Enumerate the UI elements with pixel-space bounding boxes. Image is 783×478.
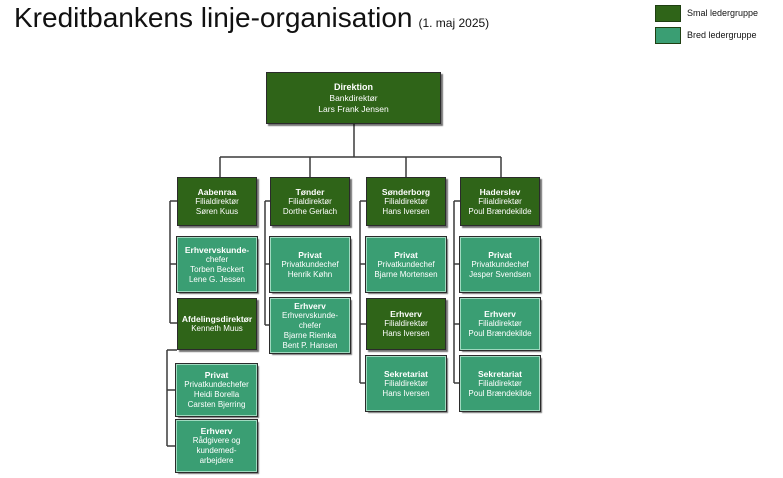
box-line: Erhvervskunde- [281, 310, 339, 320]
box-title: Privat [204, 370, 229, 380]
legend: Smal ledergruppe Bred ledergruppe [655, 2, 758, 46]
box-title: Direktion [333, 81, 373, 92]
box-line: chefer [205, 254, 229, 264]
box-line: Torben Beckert [190, 264, 244, 274]
box-title: Erhverv [484, 309, 516, 319]
box-title: Afdelingsdirektør [181, 314, 253, 324]
box-line: Bent P. Hansen [282, 340, 338, 350]
box-line: Filialdirektør [195, 196, 239, 206]
box-line: Henrik Køhn [287, 269, 333, 279]
box-line: kundemed- [196, 446, 237, 455]
box-title: Tønder [295, 186, 325, 197]
box-title: Privat [394, 249, 418, 260]
title-date: (1. maj 2025) [418, 16, 490, 30]
box-line: Rådgivere og [192, 436, 241, 445]
box-line: Bjarne Mortensen [374, 269, 438, 279]
box-title: Sønderborg [381, 186, 431, 197]
box-line: Lars Frank Jensen [318, 103, 389, 114]
box-line: Dorthe Gerlach [282, 206, 338, 216]
box-line: Poul Brændekilde [468, 206, 532, 216]
title-text: Kreditbankens linje-organisation [14, 2, 413, 33]
box-line: Carsten Bjerring [187, 400, 246, 409]
box-line: Lene G. Jessen [188, 274, 246, 284]
box-line: Kenneth Muus [191, 324, 243, 333]
box-title: Privat [298, 249, 322, 260]
box-line: Bankdirektør [329, 92, 378, 103]
box-line: Filialdirektør [288, 196, 332, 206]
box-title: Haderslev [479, 186, 521, 197]
box-title: Sekretariat [478, 368, 522, 379]
box-line: Privatkundechef [377, 259, 435, 269]
box-title: Aabenraa [197, 186, 237, 197]
box-line: Privatkundechef [281, 259, 339, 269]
box-title: Erhvervskunde- [184, 244, 250, 255]
page-title: Kreditbankens linje-organisation (1. maj … [14, 2, 489, 34]
box-line: Filialdirektør [384, 319, 428, 328]
box-line: Heidi Borella [193, 390, 240, 399]
box-line: Hans Iversen [382, 329, 430, 338]
box-line: Filialdirektør [478, 319, 522, 328]
box-title: Sekretariat [384, 368, 428, 379]
legend-swatch-bred [655, 26, 681, 44]
legend-label-bred: Bred ledergruppe [687, 30, 757, 40]
legend-item-bred: Bred ledergruppe [655, 24, 758, 46]
box-line: Filialdirektør [478, 378, 522, 388]
box-line: Bjarne Riemka [283, 330, 337, 340]
box-line: Filialdirektør [384, 378, 428, 388]
box-line: Hans Iversen [382, 388, 430, 398]
box-line: chefer [298, 320, 322, 330]
connector-line-group [166, 124, 502, 447]
box-line: Privatkundechef [471, 259, 529, 269]
box-line: Jesper Svendsen [469, 269, 531, 279]
box-title: Erhverv [294, 300, 326, 311]
box-line: Poul Brændekilde [468, 329, 532, 338]
legend-swatch-smal [655, 4, 681, 22]
box-line: arbejdere [199, 456, 234, 465]
box-title: Privat [488, 249, 512, 260]
legend-label-smal: Smal ledergruppe [687, 8, 759, 18]
box-line: Filialdirektør [384, 196, 428, 206]
legend-item-smal: Smal ledergruppe [655, 2, 758, 24]
box-line: Filialdirektør [478, 196, 522, 206]
box-title: Erhverv [390, 309, 422, 319]
box-line: Privatkundechefer [184, 380, 249, 389]
box-line: Hans Iversen [382, 206, 430, 216]
box-line: Søren Kuus [195, 206, 239, 216]
box-title: Erhverv [200, 426, 233, 436]
box-line: Poul Brændekilde [468, 388, 532, 398]
